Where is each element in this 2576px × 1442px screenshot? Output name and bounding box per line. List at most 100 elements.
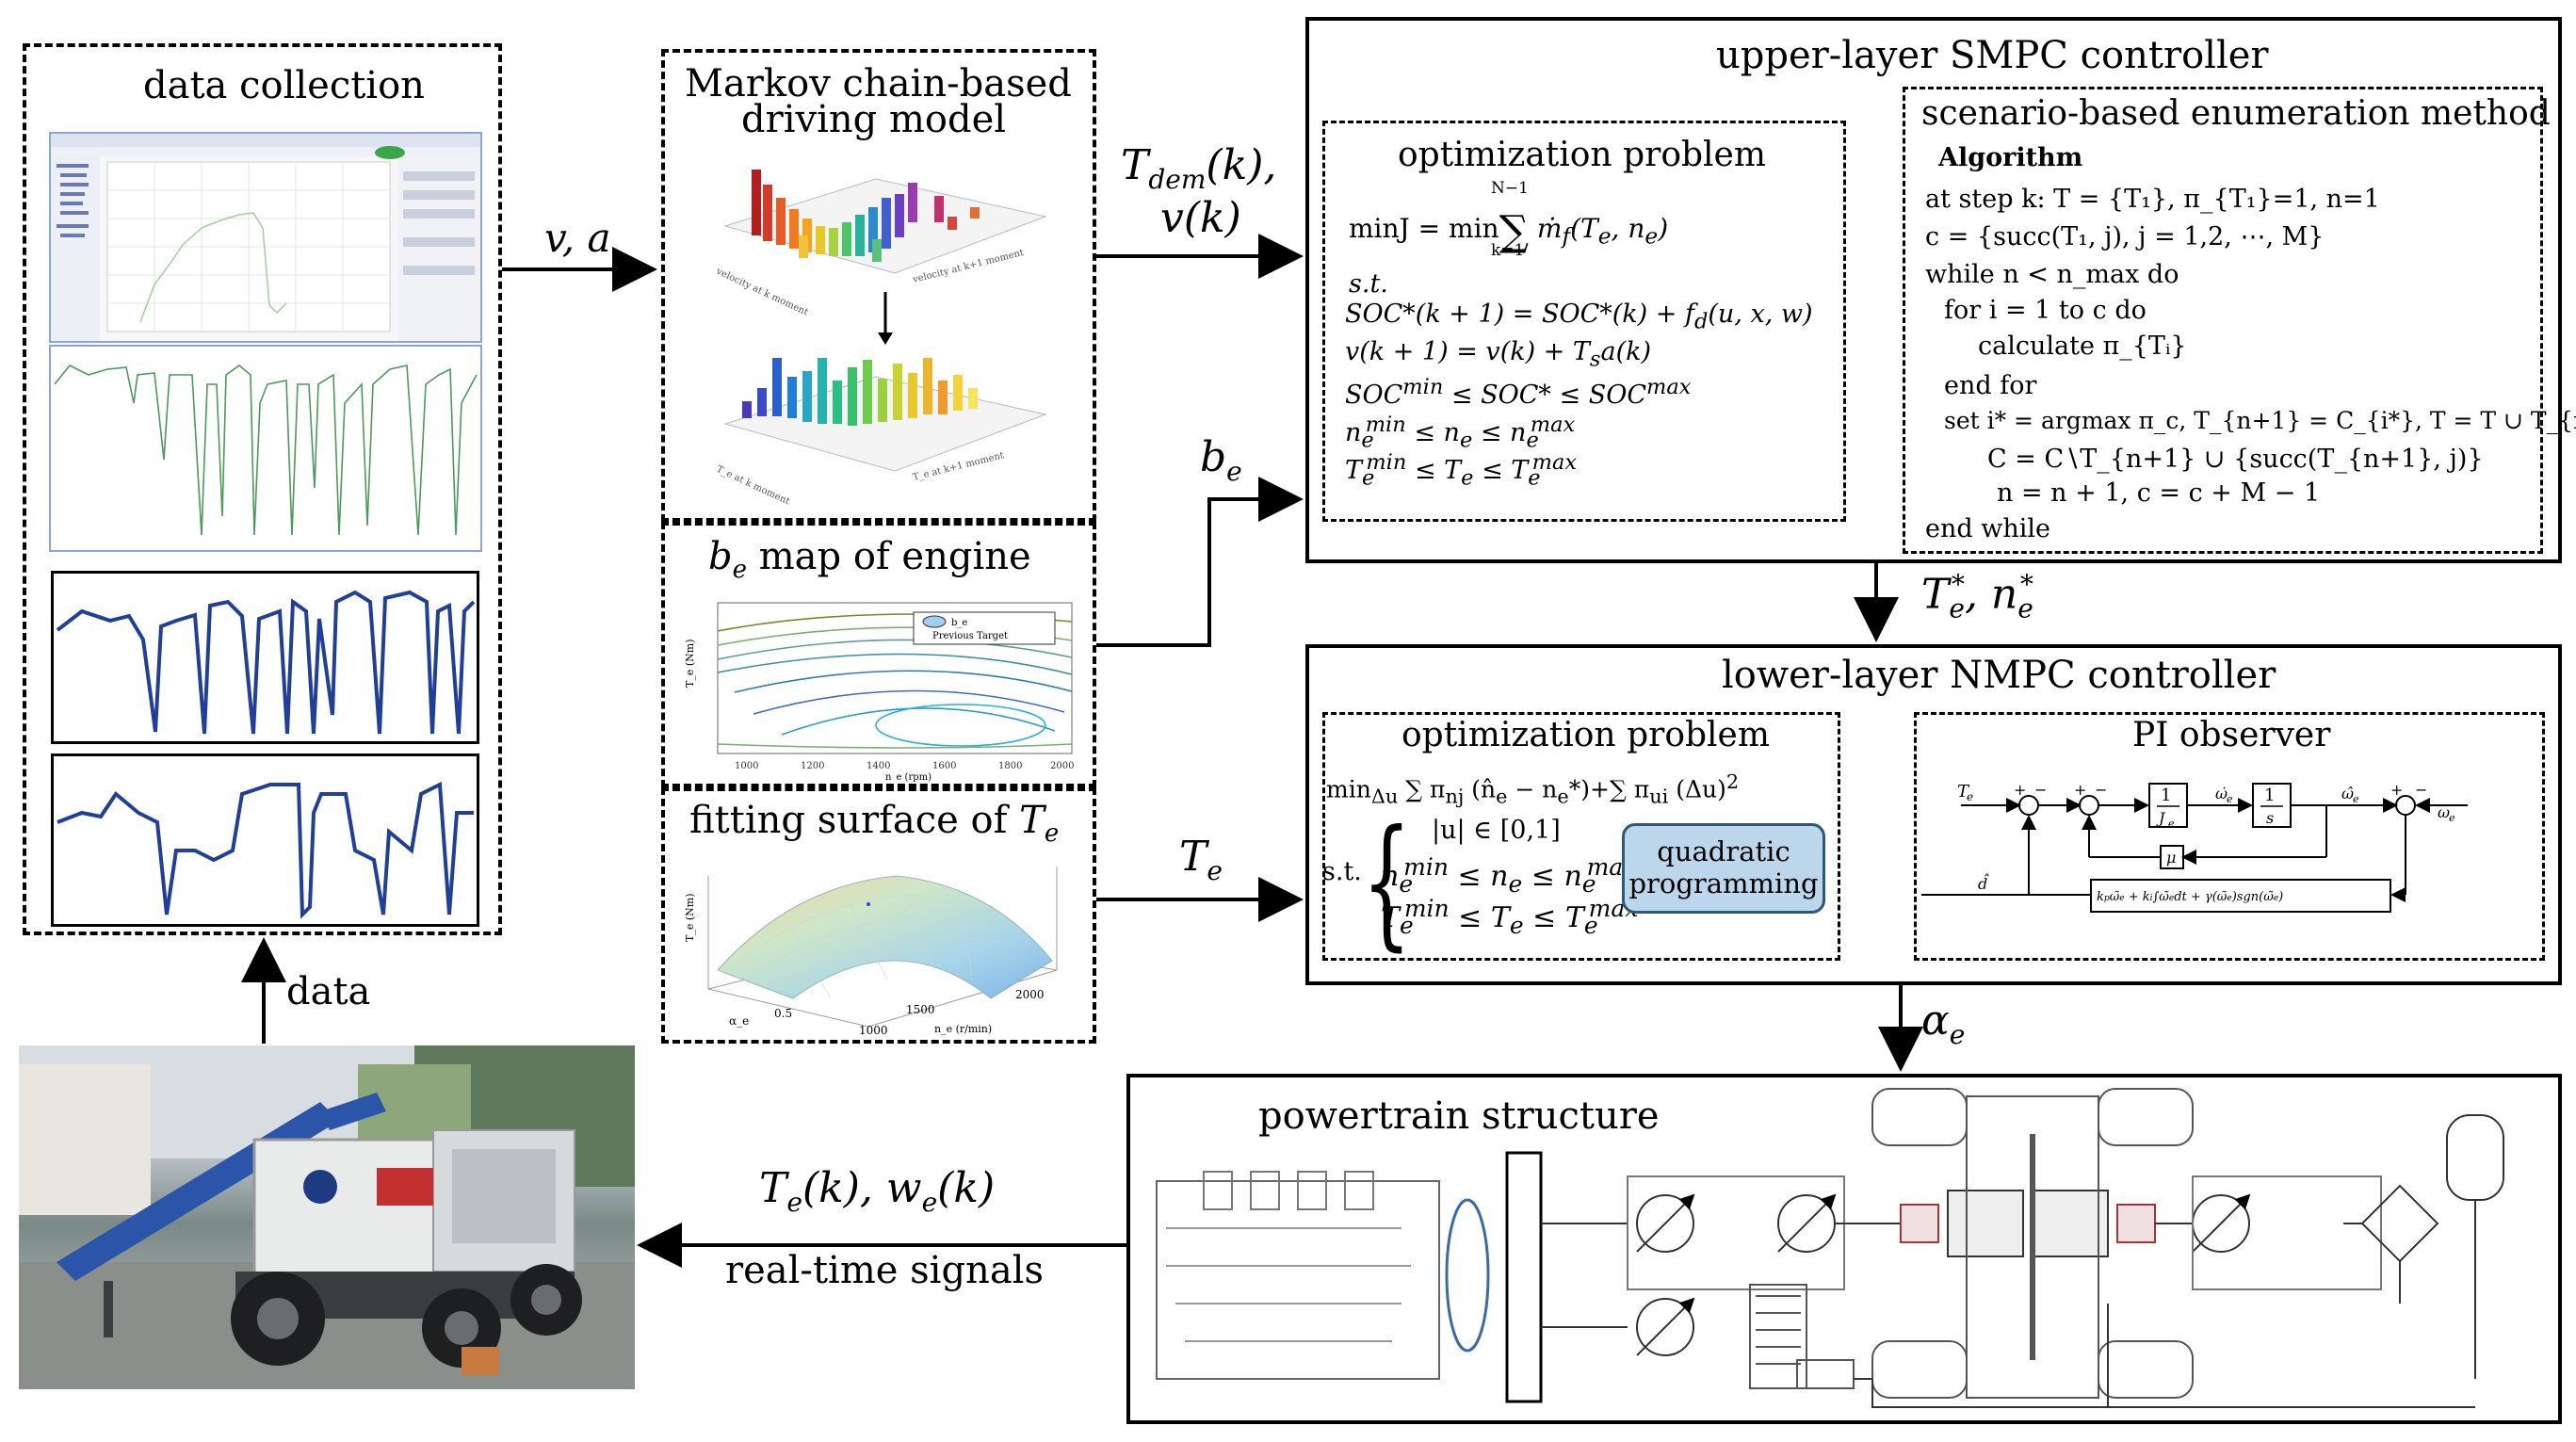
algo-line: while n < n_max do xyxy=(1925,260,2179,289)
label-te-ne-star: Te*, ne* xyxy=(1921,569,2033,624)
powertrain-title: powertrain structure xyxy=(1258,1094,1660,1138)
smpc-opt-title: optimization problem xyxy=(1398,136,1766,174)
markov-model-panel xyxy=(661,49,1096,522)
smpc-st: s.t. xyxy=(1349,269,1388,299)
nmpc-objective: minΔu ∑ πnj (n̂e − ne*)+∑ πui (Δu)2 xyxy=(1326,770,1740,808)
fitting-title: fitting surface of Te xyxy=(689,799,1060,848)
velocity-trace xyxy=(56,590,476,735)
be-legend-label2: Previous Target xyxy=(932,631,1008,641)
svg-text:e: e xyxy=(2353,793,2359,805)
nmpc-brace: { xyxy=(1362,801,1412,964)
be-x-tick: 1800 xyxy=(998,761,1022,771)
algo-line: set i* = argmax π_c, T_{n+1} = C_{i*}, T… xyxy=(1944,407,2576,434)
smpc-constraint-v: v(k + 1) = v(k) + Tsa(k) xyxy=(1345,337,1651,372)
algo-line: C = C∖T_{n+1} ∪ {succ(T_{n+1}, j)} xyxy=(1987,445,2484,474)
fitting-ne-label: n_e (r/min) xyxy=(934,1023,992,1035)
label-v-a: v, a xyxy=(544,215,611,261)
raw-signal-plot xyxy=(49,345,482,552)
be-contour-map: b_e Previous Target T_e (Nm) 1000 1200 1… xyxy=(684,602,1074,782)
nmpc-controller-box xyxy=(1305,644,2562,985)
svg-text:+: + xyxy=(2390,781,2403,799)
svg-text:+: + xyxy=(2014,781,2026,799)
nmpc-constraint-u: |u| ∈ [0,1] xyxy=(1432,816,1561,845)
svg-text:e: e xyxy=(2449,812,2455,824)
fitting-z-label: T_e (Nm) xyxy=(684,894,696,942)
svg-text:e: e xyxy=(2168,818,2175,830)
powertrain-schematic xyxy=(1156,1088,2504,1408)
svg-text:+: + xyxy=(2074,781,2086,799)
data-collection-panel xyxy=(23,43,502,935)
svg-text:1: 1 xyxy=(2161,786,2171,805)
data-collection-title: data collection xyxy=(143,64,425,107)
label-alpha-e: αe xyxy=(1921,996,1966,1050)
algo-line: end while xyxy=(1925,514,2050,543)
velocity-plot xyxy=(51,571,479,744)
be-map-title: be map of engine xyxy=(708,535,1031,584)
svg-text:J: J xyxy=(2156,809,2166,827)
smpc-optimization-box xyxy=(1322,121,1846,522)
enum-title: scenario-based enumeration method xyxy=(1921,94,2551,133)
svg-text:ω̂: ω̂ xyxy=(2341,785,2354,802)
be-x-label: n_e (rpm) xyxy=(885,772,932,782)
pi-observer-title: PI observer xyxy=(2132,716,2331,754)
fitting-tick: 0.5 xyxy=(774,1007,792,1020)
smpc-constraint-soc-bounds: SOCmin ≤ SOC* ≤ SOCmax xyxy=(1345,375,1692,410)
fitting-alpha-label: α_e xyxy=(729,1014,749,1028)
markov-title-line2: driving model xyxy=(741,98,1007,141)
svg-text:−: − xyxy=(2034,781,2047,799)
label-te-we: Te(k), we(k) xyxy=(759,1164,996,1218)
algo-title: Algorithm xyxy=(1938,143,2083,172)
label-v-a-text: v, a xyxy=(544,215,611,261)
svg-text:T: T xyxy=(1957,782,1970,802)
nmpc-opt-title: optimization problem xyxy=(1401,716,1770,754)
pi-observer-box xyxy=(1914,712,2545,961)
svg-text:−: − xyxy=(2095,781,2107,799)
svg-text:e: e xyxy=(2227,793,2233,805)
smpc-constraint-ne: nemin ≤ ne ≤ nemax xyxy=(1345,413,1576,453)
smpc-constraint-soc: SOC*(k + 1) = SOC*(k) + fd(u, x, w) xyxy=(1345,300,1813,334)
be-x-tick: 2000 xyxy=(1050,761,1074,771)
svg-text:1: 1 xyxy=(2264,786,2275,805)
smpc-controller-box xyxy=(1305,17,2562,563)
svg-text:μ: μ xyxy=(2166,849,2176,867)
markov-title-line1: Markov chain-based xyxy=(685,62,1072,105)
enumeration-method-box xyxy=(1903,87,2543,554)
smpc-title: upper-layer SMPC controller xyxy=(1716,34,2269,77)
svg-text:ω: ω xyxy=(2438,803,2450,821)
label-be: be xyxy=(1200,433,1242,487)
quadratic-programming-block: quadratic programming xyxy=(1622,823,1825,914)
algo-line: at step k: T = {T₁}, π_{T₁}=1, n=1 xyxy=(1925,185,2380,214)
label-realtime-signals: real-time signals xyxy=(725,1249,1044,1292)
svg-text:−: − xyxy=(2415,781,2427,799)
be-x-tick: 1600 xyxy=(932,761,956,771)
be-map-panel xyxy=(661,522,1096,787)
svg-text:ω̇: ω̇ xyxy=(2215,785,2228,802)
svg-text:e: e xyxy=(1967,790,1973,803)
nmpc-optimization-box xyxy=(1322,712,1840,961)
torque-plot xyxy=(51,753,479,927)
algo-line: for i = 1 to c do xyxy=(1944,296,2147,325)
nmpc-constraint-te: Temin ≤ Te ≤ Temax xyxy=(1381,895,1639,939)
svg-text:s: s xyxy=(2266,809,2274,827)
algo-line: n = n + 1, c = c + M − 1 xyxy=(1997,478,2321,508)
be-x-tick: 1400 xyxy=(867,761,890,771)
be-legend-label: b_e xyxy=(951,618,967,628)
fitting-tick: 2000 xyxy=(1015,988,1045,1001)
label-data: data xyxy=(286,970,371,1013)
algo-line: c = {succ(T₁, j), j = 1,2, ⋯, M} xyxy=(1925,222,2325,251)
be-x-tick: 1000 xyxy=(735,761,758,771)
markov-3d-bar-charts: velocity at k moment velocity at k+1 mom… xyxy=(714,170,1047,507)
label-te: Te xyxy=(1179,833,1223,886)
nmpc-st: s.t. xyxy=(1322,857,1362,886)
label-tdem: Tdem(k), xyxy=(1121,141,1277,195)
software-screenshot-graphic xyxy=(51,134,480,341)
aerial-work-platform-photo xyxy=(19,1045,635,1389)
nmpc-title: lower-layer NMPC controller xyxy=(1722,654,2276,697)
algo-line: calculate π_{Tᵢ} xyxy=(1978,332,2187,361)
be-y-label: T_e (Nm) xyxy=(684,640,696,688)
fitting-tick: 1000 xyxy=(859,1024,888,1036)
vehicle-illustration xyxy=(19,1045,635,1389)
